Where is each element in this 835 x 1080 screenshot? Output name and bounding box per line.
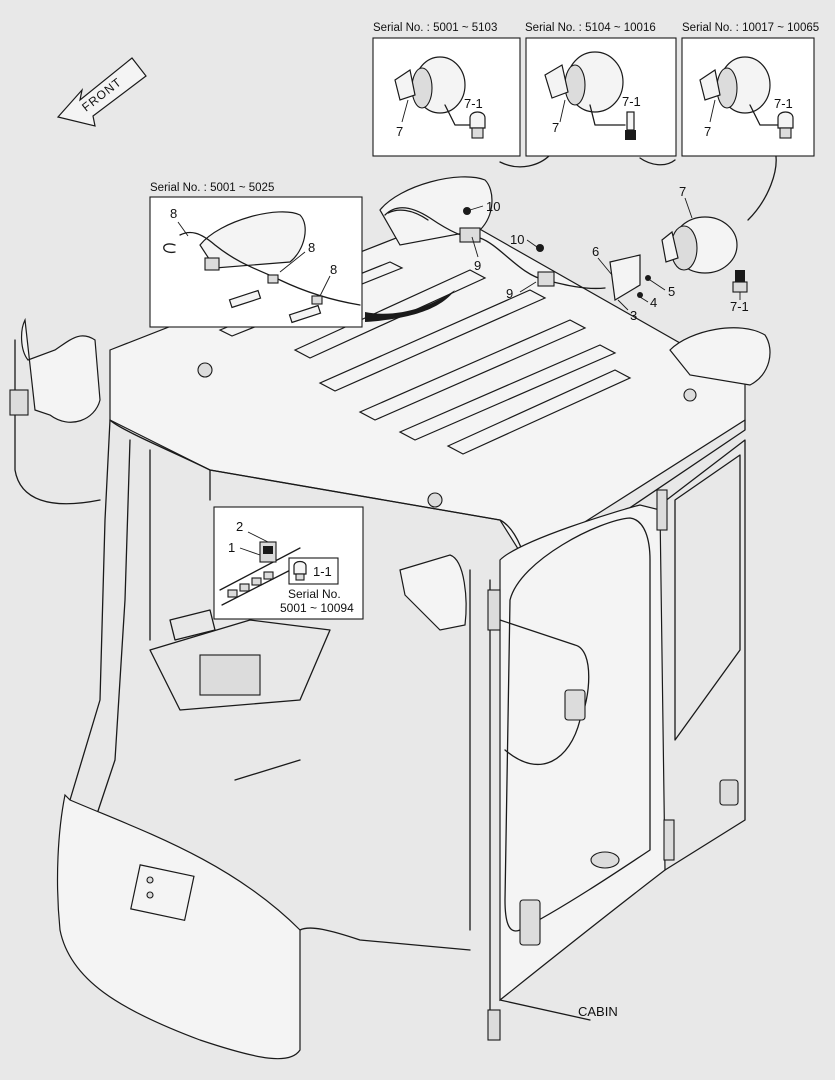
inset-1-serial: Serial No. : 5001 ~ 5103 (373, 22, 497, 34)
inset-beacon-2: Serial No. : 5104 ~ 10016 7 7-1 (525, 22, 677, 157)
inset-harness-label-3: 8 (330, 262, 337, 277)
callout-9b: 9 (506, 286, 513, 301)
inset-harness: Serial No. : 5001 ~ 5025 8 8 8 (149, 182, 363, 328)
callout-10a: 10 (486, 199, 500, 214)
callout-7: 7 (679, 184, 686, 199)
callout-10b: 10 (510, 232, 524, 247)
inset-switch-bulb-label: 1-1 (313, 564, 332, 579)
inset-3-part-main: 7 (704, 124, 711, 139)
beacon-lamp (661, 216, 738, 274)
inset-2-part-bulb: 7-1 (622, 94, 641, 109)
inset-switch-label-2: 2 (236, 519, 243, 534)
inset-beacon-1: Serial No. : 5001 ~ 5103 7 7-1 (372, 22, 521, 157)
cabin-label: CABIN (578, 1004, 618, 1019)
inset-2-serial: Serial No. : 5104 ~ 10016 (525, 22, 656, 34)
callout-7-1: 7-1 (730, 299, 749, 314)
bulb-icon (293, 560, 307, 581)
bulb-icon (777, 111, 794, 139)
inset-switch-serial-1: Serial No. (288, 587, 341, 601)
inset-harness-label-1: 8 (170, 206, 177, 221)
inset-harness-label-2: 8 (308, 240, 315, 255)
inset-1-part-main: 7 (396, 124, 403, 139)
bulb-icon (469, 111, 486, 139)
inset-harness-serial: Serial No. : 5001 ~ 5025 (150, 182, 274, 194)
inset-3-serial: Serial No. : 10017 ~ 10065 (682, 22, 819, 34)
inset-switch-label-1: 1 (228, 540, 235, 555)
halogen-bulb-icon (625, 111, 636, 140)
callout-9a: 9 (474, 258, 481, 273)
inset-beacon-3: Serial No. : 10017 ~ 10065 7 7-1 (681, 22, 819, 157)
callouts: 10 10 9 9 6 4 5 3 7 7-1 (463, 184, 749, 323)
callout-5: 5 (668, 284, 675, 299)
callout-6: 6 (592, 244, 599, 259)
roof-beacon-assembly (365, 149, 777, 386)
inset-3-part-bulb: 7-1 (774, 96, 793, 111)
inset-switch-serial-2: 5001 ~ 10094 (280, 601, 354, 615)
bulb-7-1 (732, 270, 748, 293)
inset-switch: 2 1 1-1 Serial No. 5001 ~ 10094 (213, 506, 364, 620)
inset-2-part-main: 7 (552, 120, 559, 135)
inset-1-part-bulb: 7-1 (464, 96, 483, 111)
cabin-body (9, 214, 746, 1060)
front-arrow: FRONT (56, 57, 147, 127)
switch-bank (227, 571, 274, 598)
callout-4: 4 (650, 295, 657, 310)
callout-3: 3 (630, 308, 637, 323)
